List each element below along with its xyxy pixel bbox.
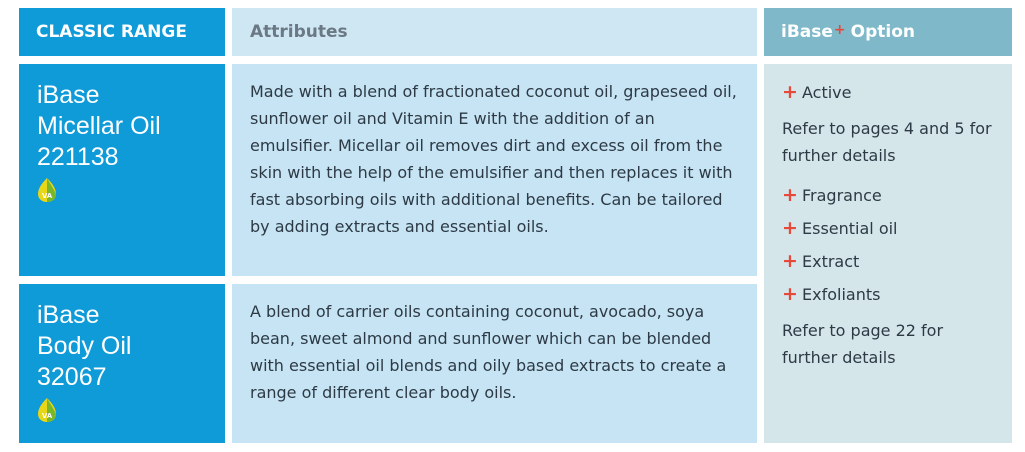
product-name-body-oil: iBase Body Oil 32067 VA	[19, 284, 225, 443]
header-option: iBase+Option	[764, 8, 1012, 56]
option-note-page-22: Refer to page 22 for further details	[782, 321, 944, 367]
product-name: Body Oil	[37, 332, 132, 360]
product-brand: iBase	[37, 81, 100, 109]
plus-icon: +	[782, 184, 798, 206]
plus-icon: +	[782, 81, 798, 103]
header-option-plus: +	[833, 22, 846, 38]
vegan-badge-text: VA	[42, 192, 53, 200]
header-classic-label: CLASSIC RANGE	[36, 22, 187, 42]
product-code: 32067	[37, 363, 107, 391]
attributes-text: Made with a blend of fractionated coconu…	[250, 82, 737, 236]
product-name-micellar-oil: iBase Micellar Oil 221138 VA	[19, 64, 225, 276]
option-item-extract: + Extract	[782, 245, 998, 278]
option-item-active: + Active	[782, 76, 998, 109]
option-item-label: Essential oil	[802, 219, 898, 238]
option-item-label: Extract	[802, 252, 860, 271]
vegan-badge-text: VA	[42, 412, 53, 420]
option-item-exfoliants: + Exfoliants	[782, 278, 998, 311]
plus-icon: +	[782, 283, 798, 305]
product-table: CLASSIC RANGE Attributes iBase+Option iB…	[19, 8, 1012, 443]
product-brand: iBase	[37, 301, 100, 329]
attributes-text: A blend of carrier oils containing cocon…	[250, 302, 727, 402]
option-item-fragrance: + Fragrance	[782, 179, 998, 212]
header-option-suffix: Option	[850, 22, 915, 42]
header-attributes-label: Attributes	[250, 22, 348, 42]
option-note-pages-4-5: Refer to pages 4 and 5 for further detai…	[782, 119, 992, 165]
option-item-essential-oil: + Essential oil	[782, 212, 998, 245]
product-name: Micellar Oil	[37, 112, 161, 140]
vegan-leaf-icon: VA	[38, 178, 56, 202]
header-classic-range: CLASSIC RANGE	[19, 8, 225, 56]
plus-icon: +	[782, 250, 798, 272]
header-option-prefix: iBase	[781, 22, 833, 42]
option-item-label: Fragrance	[802, 186, 882, 205]
attributes-micellar-oil: Made with a blend of fractionated coconu…	[232, 64, 757, 276]
attributes-body-oil: A blend of carrier oils containing cocon…	[232, 284, 757, 443]
option-item-label: Exfoliants	[802, 285, 881, 304]
option-cell: + Active Refer to pages 4 and 5 for furt…	[764, 64, 1012, 443]
vegan-leaf-icon: VA	[38, 398, 56, 422]
option-item-label: Active	[802, 83, 852, 102]
header-attributes: Attributes	[232, 8, 757, 56]
plus-icon: +	[782, 217, 798, 239]
product-code: 221138	[37, 143, 119, 171]
